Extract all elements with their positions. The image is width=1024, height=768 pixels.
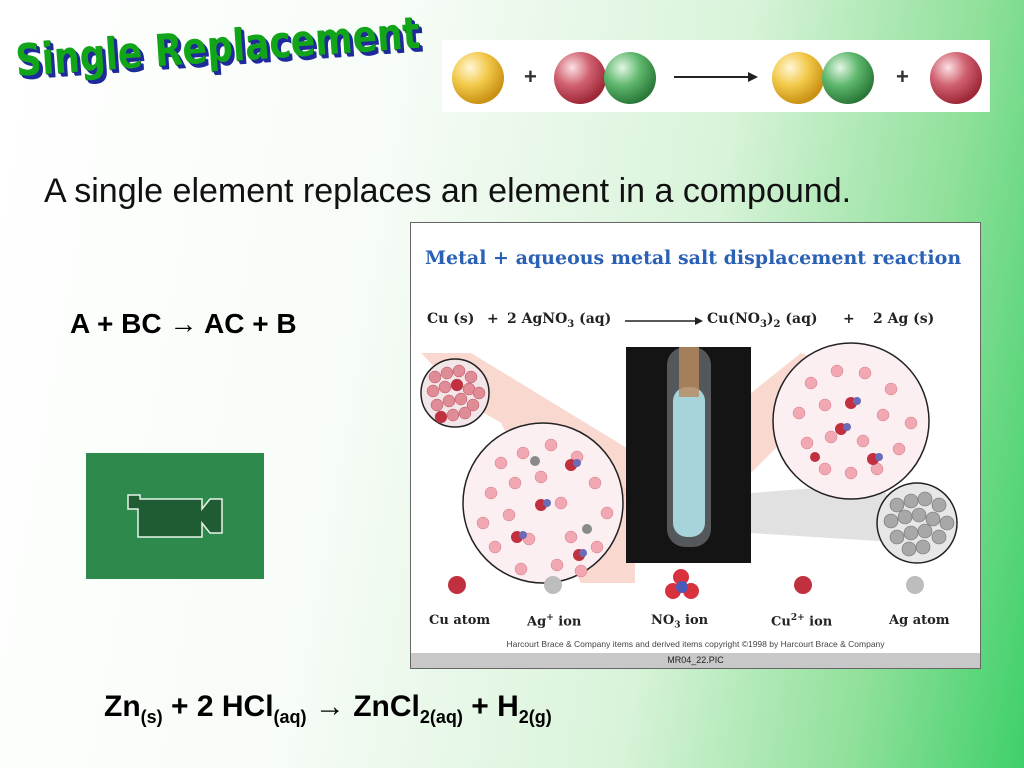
red-sphere — [930, 52, 982, 104]
yellow-sphere — [772, 52, 824, 104]
video-camera-icon — [127, 494, 223, 538]
figure-copyright: Harcourt Brace & Company items and deriv… — [506, 639, 885, 649]
figure-footer: MR04_22.PIC — [411, 653, 980, 668]
cu2-ion-swatch — [794, 576, 812, 594]
slide-title: Single Replacement — [14, 7, 422, 87]
red-sphere — [554, 52, 606, 104]
plus-sign: + — [524, 64, 537, 89]
molecular-illustration — [420, 342, 958, 599]
plus-sign: + — [896, 64, 909, 89]
displacement-reaction-figure: Metal + aqueous metal salt displacement … — [410, 222, 981, 669]
general-equation: A + BC → AC + B — [70, 308, 297, 339]
eq-agno3: 2 AgNO3 (aq) — [507, 311, 612, 330]
figure-title: Metal + aqueous metal salt displacement … — [425, 247, 962, 269]
eq-cuno3: Cu(NO3)2 (aq) — [707, 311, 818, 330]
eq-plus: + — [487, 311, 499, 327]
legend-cu2-ion: Cu2+ ion — [771, 613, 833, 630]
yellow-sphere — [452, 52, 504, 104]
video-button[interactable] — [86, 453, 264, 579]
ag-ion-swatch — [544, 576, 562, 594]
green-sphere — [604, 52, 656, 104]
eq-cu: Cu (s) — [427, 311, 475, 327]
eq-plus-2: + — [843, 311, 855, 327]
no3-ion-swatch — [665, 569, 699, 599]
arrow-head — [748, 72, 758, 82]
cu-atom-swatch — [448, 576, 466, 594]
ag-atom-swatch — [906, 576, 924, 594]
slide-subtitle: A single element replaces an element in … — [44, 172, 852, 210]
legend-ag-ion: Ag+ ion — [527, 613, 582, 630]
legend-no3-ion: NO3 ion — [651, 613, 709, 631]
legend-ag-atom: Ag atom — [889, 613, 950, 628]
eq-ag: 2 Ag (s) — [873, 311, 935, 327]
zinc-hcl-equation: Zn(s) + 2 HCl(aq) → ZnCl2(aq) + H2(g) — [104, 690, 552, 727]
figure-arrow — [625, 317, 703, 325]
reaction-spheres-strip: + + — [442, 40, 990, 112]
legend-cu-atom: Cu atom — [429, 613, 491, 628]
green-sphere — [822, 52, 874, 104]
